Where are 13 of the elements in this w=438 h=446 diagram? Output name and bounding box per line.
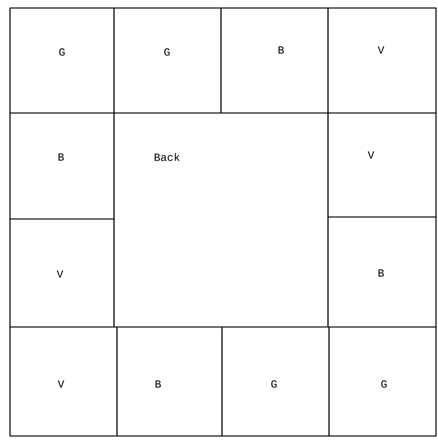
grid-box: V (327, 7, 437, 114)
grid-box: B (116, 326, 223, 437)
grid-box: V (9, 218, 115, 328)
grid-box: B (9, 112, 115, 220)
grid-box: G (221, 326, 330, 437)
grid-box: V (327, 112, 437, 218)
grid-box: V (9, 326, 118, 437)
grid-box: G (113, 7, 222, 114)
grid-box: G (9, 7, 115, 114)
grid-box: G (328, 326, 437, 437)
grid-box: Back (113, 112, 329, 328)
grid-box: B (327, 216, 437, 328)
grid-box: B (220, 7, 329, 114)
